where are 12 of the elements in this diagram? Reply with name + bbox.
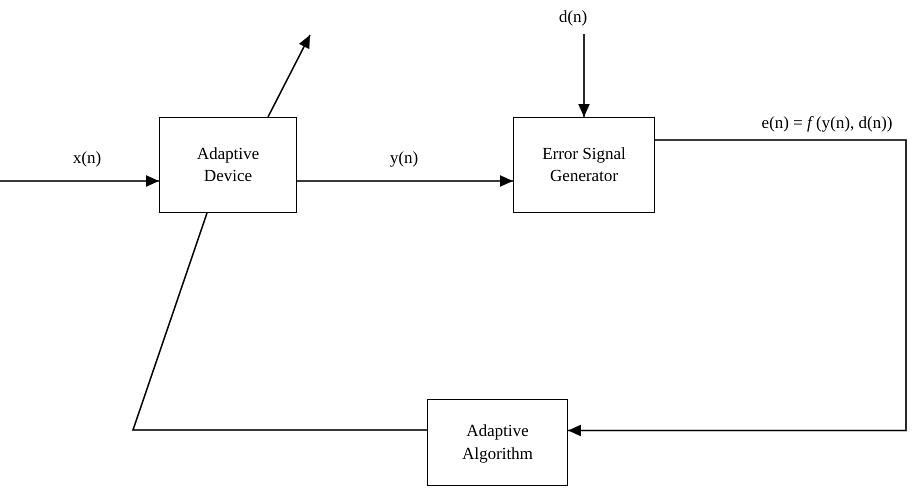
process-box bbox=[513, 117, 655, 213]
process-box bbox=[159, 117, 297, 213]
arrow bbox=[267, 34, 311, 118]
arrow bbox=[297, 175, 513, 187]
box-label: Adaptive Algorithm bbox=[461, 420, 534, 465]
process-box bbox=[427, 399, 568, 486]
arrow bbox=[0, 175, 159, 187]
arrow bbox=[578, 34, 590, 117]
box-label: Error Signal Generator bbox=[541, 142, 627, 187]
arrow bbox=[568, 139, 907, 436]
box-label: Adaptive Device bbox=[196, 142, 260, 187]
signal-label: d(n) bbox=[558, 6, 588, 28]
